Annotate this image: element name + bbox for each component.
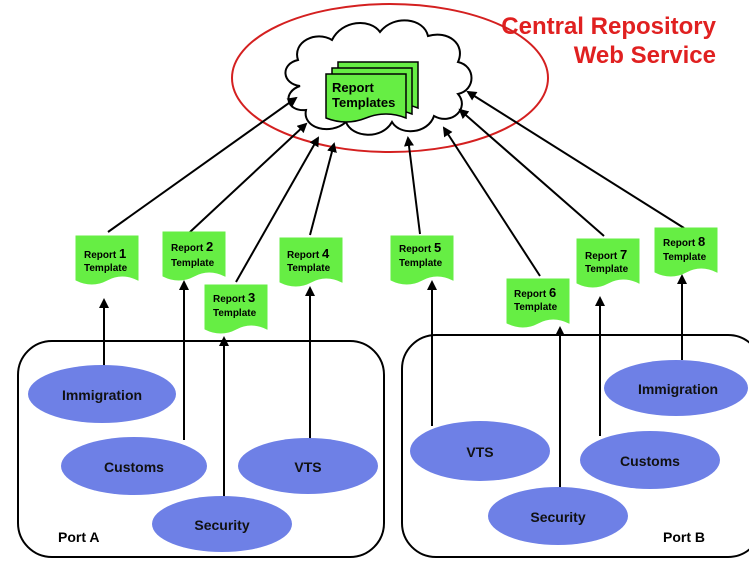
port-b-label: Port B <box>663 529 705 545</box>
svg-text:Report 8: Report 8 <box>663 234 705 249</box>
template-8-sub: Template <box>663 252 707 263</box>
agency-security-port-b: Security <box>488 487 628 545</box>
template-5-word: Report <box>399 244 432 255</box>
agency-customs-port-a: Customs <box>61 437 207 495</box>
template-6-num: 6 <box>549 285 556 300</box>
template-1-sub: Template <box>84 263 128 274</box>
template-1-word: Report <box>84 250 117 261</box>
repository-title-line1: Central Repository <box>501 13 716 40</box>
agency-label: Customs <box>620 453 680 469</box>
agency-label: Immigration <box>638 381 718 397</box>
agency-label: Security <box>530 509 585 525</box>
cloud-label-line1: Report <box>332 80 375 95</box>
agency-label: Immigration <box>62 387 142 403</box>
template-7-word: Report <box>585 251 618 262</box>
svg-text:Report 2: Report 2 <box>171 239 213 254</box>
template-7-sub: Template <box>585 264 629 275</box>
template-6-sub: Template <box>514 302 558 313</box>
agency-immigration-port-b: Immigration <box>604 360 748 416</box>
arrow-template-2 <box>189 122 308 233</box>
report-template-2: Report 2 Template <box>162 231 226 281</box>
report-template-6: Report 6 Template <box>506 278 570 328</box>
report-template-5: Report 5 Template <box>390 235 454 285</box>
svg-text:Report 3: Report 3 <box>213 290 255 305</box>
agency-label: Customs <box>104 459 164 475</box>
template-4-word: Report <box>287 250 320 261</box>
template-2-word: Report <box>171 243 204 254</box>
agency-immigration-port-a: Immigration <box>28 365 176 423</box>
repository-title-line2: Web Service <box>574 42 716 69</box>
agency-label: Security <box>194 517 249 533</box>
port-a-label: Port A <box>58 529 99 545</box>
repository-ellipse <box>231 3 549 153</box>
template-3-num: 3 <box>248 290 255 305</box>
cloud-label-line2: Templates <box>332 95 395 110</box>
arrow-template-1 <box>107 96 298 233</box>
agency-vts-port-b: VTS <box>410 421 550 481</box>
template-1-num: 1 <box>119 246 126 261</box>
template-2-sub: Template <box>171 258 215 269</box>
template-2-num: 2 <box>206 239 213 254</box>
report-template-1: Report 1 Template <box>75 235 139 285</box>
template-7-num: 7 <box>620 247 627 262</box>
agency-vts-port-a: VTS <box>238 438 378 494</box>
svg-text:Report 7: Report 7 <box>585 247 627 262</box>
agency-security-port-a: Security <box>152 496 292 552</box>
upload-arrows <box>107 90 685 283</box>
report-template-7: Report 7 Template <box>576 238 640 288</box>
template-3-sub: Template <box>213 308 257 319</box>
template-4-num: 4 <box>322 246 330 261</box>
template-4-sub: Template <box>287 263 331 274</box>
report-template-4: Report 4 Template <box>279 237 343 287</box>
agency-label: VTS <box>294 459 321 475</box>
svg-text:Report 6: Report 6 <box>514 285 556 300</box>
report-template-8: Report 8 Template <box>654 227 718 277</box>
agency-arrows <box>99 274 687 500</box>
template-3-word: Report <box>213 294 246 305</box>
svg-text:Report 4: Report 4 <box>287 246 330 261</box>
template-6-word: Report <box>514 289 547 300</box>
svg-text:Report 1: Report 1 <box>84 246 126 261</box>
template-8-word: Report <box>663 238 696 249</box>
report-template-3: Report 3 Template <box>204 284 268 334</box>
template-5-num: 5 <box>434 240 441 255</box>
arrow-template-7 <box>458 108 605 237</box>
agency-customs-port-b: Customs <box>580 431 720 489</box>
template-8-num: 8 <box>698 234 705 249</box>
svg-text:Report 5: Report 5 <box>399 240 441 255</box>
arrow-template-3 <box>235 136 319 283</box>
template-5-sub: Template <box>399 258 443 269</box>
arrow-template-5 <box>404 136 421 235</box>
arrow-template-6 <box>442 126 541 277</box>
arrow-template-8 <box>466 90 685 229</box>
cloud-templates-stack: Report Templates <box>325 61 419 123</box>
agency-label: VTS <box>466 444 493 460</box>
arrow-template-4 <box>309 142 337 236</box>
